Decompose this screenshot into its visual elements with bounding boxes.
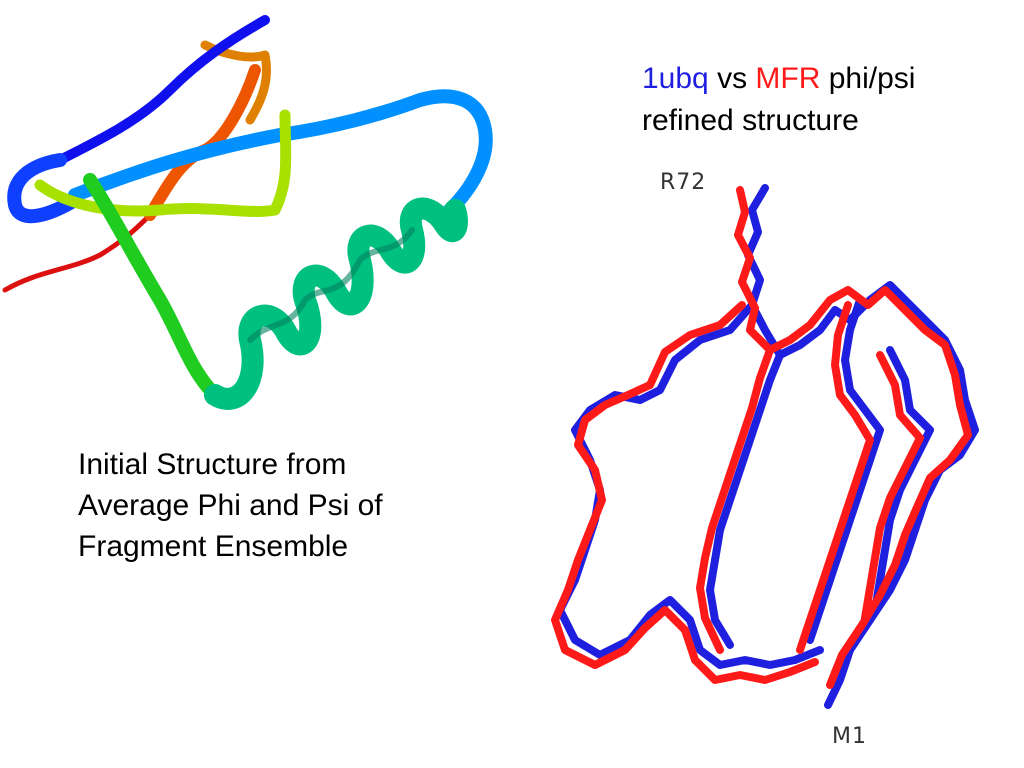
title-line2: refined structure (642, 104, 859, 137)
right-title: 1ubq vs MFR phi/psi refined structure (642, 58, 915, 142)
ribbon-structure (2, 15, 493, 410)
label-r72: R72 (660, 170, 707, 195)
ribbon-helix (204, 197, 468, 410)
title-mfr: MFR (755, 62, 821, 95)
trace-mfr (551, 186, 972, 689)
ribbon-strand-orange-top (200, 40, 272, 125)
ribbon-strand-green (83, 173, 222, 402)
label-m1: M1 (832, 724, 867, 749)
ribbon-strand-cyan (68, 89, 493, 217)
left-caption: Initial Structure from Average Phi and P… (78, 448, 383, 563)
ribbon-strand-yellow (34, 109, 292, 217)
title-vs: vs (708, 62, 756, 95)
title-1ubq: 1ubq (642, 62, 709, 95)
ribbon-loop-blue (7, 153, 82, 224)
title-phipsi: phi/psi (820, 62, 916, 95)
ribbon-tail-red (2, 212, 153, 293)
ribbon-strand-blue-top (55, 15, 270, 165)
